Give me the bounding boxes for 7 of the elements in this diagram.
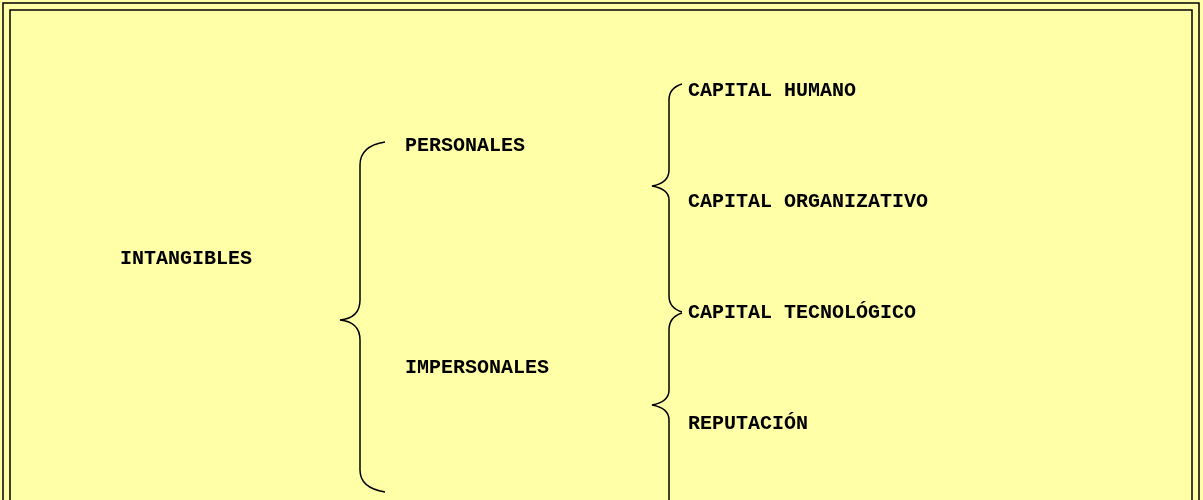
category-label: PERSONALES xyxy=(405,133,526,157)
category-label: CAPITAL ORGANIZATIVO xyxy=(688,189,929,213)
category-label: REPUTACIÓN xyxy=(688,411,809,435)
category-label: CAPITAL HUMANO xyxy=(688,78,857,102)
category-label: IMPERSONALES xyxy=(405,355,550,379)
category-label: INTANGIBLES xyxy=(120,246,253,270)
category-label: CAPITAL TECNOLÓGICO xyxy=(688,300,917,324)
